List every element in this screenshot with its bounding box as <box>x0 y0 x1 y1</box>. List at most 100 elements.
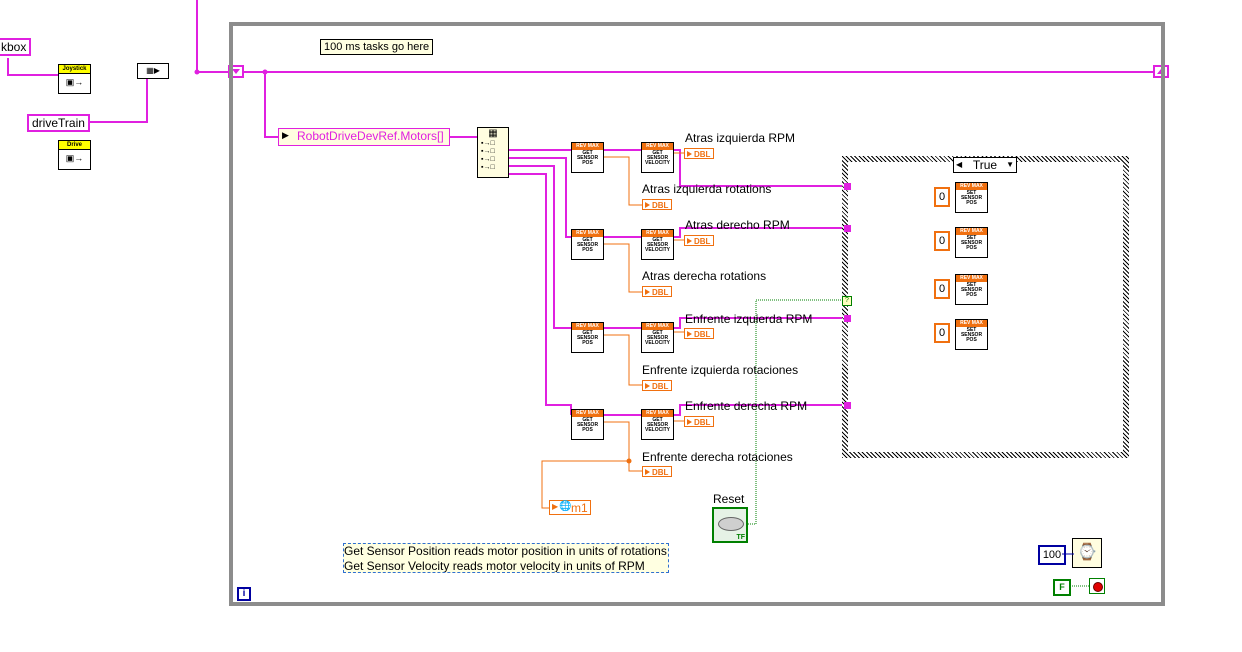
button-icon <box>718 517 744 531</box>
case-structure <box>842 156 1129 458</box>
rev-header: REV MAX <box>642 230 673 237</box>
dbl-indicator[interactable]: DBL <box>642 380 672 391</box>
numeric-constant[interactable]: 0 <box>934 231 950 251</box>
dbl-indicator[interactable]: DBL <box>684 235 714 246</box>
globe-icon: 🌐 <box>559 501 572 512</box>
tunnel <box>844 225 851 232</box>
while-loop-frame <box>229 22 1165 606</box>
tasks-comment: 100 ms tasks go here <box>320 39 434 55</box>
rev-text: GET SENSOR VELOCITY <box>644 417 670 433</box>
rev-header: REV MAX <box>572 323 603 330</box>
wait-ms-constant[interactable]: 100 <box>1038 545 1066 565</box>
indicator-label: Enfrente izquierda RPM <box>685 312 813 326</box>
rev-text: GET SENSOR POS <box>576 417 599 433</box>
kbox-refnum-label[interactable]: kbox <box>0 38 32 56</box>
rev-text: SET SENSOR POS <box>960 190 983 206</box>
rev-text: GET SENSOR POS <box>576 237 599 253</box>
indicator-label: Atras derecha rotations <box>642 269 767 283</box>
dbl-indicator[interactable]: DBL <box>642 466 672 477</box>
false-constant[interactable]: F <box>1053 579 1071 596</box>
info-icon[interactable]: i <box>237 587 251 601</box>
wire-drivetrain <box>83 77 158 123</box>
dbl-indicator[interactable]: DBL <box>642 199 672 210</box>
numeric-constant[interactable]: 0 <box>934 187 950 207</box>
joystick-refnum-get[interactable]: Joystick ▣→ <box>58 64 91 94</box>
drive-refnum-get[interactable]: Drive ▣→ <box>58 140 91 170</box>
joystick-tag: Joystick <box>59 65 90 74</box>
index-terminals: ▪→□▪→□▪→□▪→□ <box>481 140 495 171</box>
global-variable-m1[interactable]: ▶ 🌐 m1 <box>549 500 591 515</box>
index-array-node[interactable]: ▦ ▪→□▪→□▪→□▪→□ <box>477 127 509 178</box>
rev-header: REV MAX <box>956 228 987 235</box>
rev-header: REV MAX <box>956 275 987 282</box>
rev-text: GET SENSOR POS <box>576 330 599 346</box>
indicator-label: Enfrente izquierda rotaciones <box>642 363 799 377</box>
drivetrain-refnum-label[interactable]: driveTrain <box>27 114 90 132</box>
rev-text: SET SENSOR POS <box>960 327 983 343</box>
decrement-icon: ◀ <box>956 160 963 169</box>
stop-terminal[interactable] <box>1089 578 1105 594</box>
m1-text: m1 <box>571 501 588 515</box>
refnum-get-icon: ▣→ <box>65 153 84 163</box>
refnum-get-icon: ▣→ <box>65 77 84 87</box>
case-selector[interactable]: ◀ True ▼ <box>953 157 1017 173</box>
rev-header: REV MAX <box>956 320 987 327</box>
case-selector-terminal: ? <box>842 296 852 306</box>
indicator-label: Enfrente derecha RPM <box>685 399 808 413</box>
rev-text: GET SENSOR VELOCITY <box>644 237 670 253</box>
comment-line2: Get Sensor Velocity reads motor velocity… <box>344 559 645 573</box>
wait-ms-icon[interactable]: ⌚ <box>1072 538 1102 568</box>
tunnel <box>844 402 851 409</box>
motors-property-node[interactable]: ▶ RobotDriveDevRef.Motors[] <box>278 128 450 146</box>
numeric-constant[interactable]: 0 <box>934 323 950 343</box>
indicator-label: Enfrente derecha rotaciones <box>642 450 793 464</box>
play-icon: ▶ <box>552 502 559 511</box>
dbl-indicator[interactable]: DBL <box>684 148 714 159</box>
sensor-comment: Get Sensor Position reads motor position… <box>343 543 669 573</box>
tunnel <box>844 183 851 190</box>
dbl-indicator[interactable]: DBL <box>642 286 672 297</box>
indicator-label: Atras derecho RPM <box>685 218 790 232</box>
comment-line1: Get Sensor Position reads motor position… <box>344 544 667 558</box>
array-icon: ▦ <box>488 128 498 139</box>
drive-tag: Drive <box>59 141 90 150</box>
wire-kbox <box>7 58 58 76</box>
rev-header: REV MAX <box>572 230 603 237</box>
motors-ref-text: RobotDriveDevRef.Motors[] <box>297 129 444 143</box>
rev-text: SET SENSOR POS <box>960 282 983 298</box>
numeric-constant[interactable]: 0 <box>934 279 950 299</box>
rev-header: REV MAX <box>642 143 673 150</box>
dbl-indicator[interactable]: DBL <box>684 328 714 339</box>
rev-header: REV MAX <box>642 323 673 330</box>
case-selector-value: True <box>972 158 998 172</box>
property-arrow-icon: ▶ <box>282 130 289 140</box>
rev-header: REV MAX <box>956 183 987 190</box>
rev-header: REV MAX <box>642 410 673 417</box>
bundle-node[interactable]: ▦▶ <box>137 63 169 79</box>
reset-label: Reset <box>713 492 745 506</box>
tf-tag: TF <box>736 534 745 541</box>
rev-header: REV MAX <box>572 143 603 150</box>
tunnel <box>844 315 851 322</box>
wait-wire <box>1062 553 1074 555</box>
rev-text: GET SENSOR VELOCITY <box>644 150 670 166</box>
dbl-indicator[interactable]: DBL <box>684 416 714 427</box>
rev-header: REV MAX <box>572 410 603 417</box>
reset-button[interactable]: TF <box>712 507 748 543</box>
indicator-label: Atras izquierda rotations <box>642 182 772 196</box>
stop-icon <box>1093 582 1103 592</box>
rev-text: GET SENSOR POS <box>576 150 599 166</box>
bundle-icon: ▦▶ <box>146 66 160 75</box>
